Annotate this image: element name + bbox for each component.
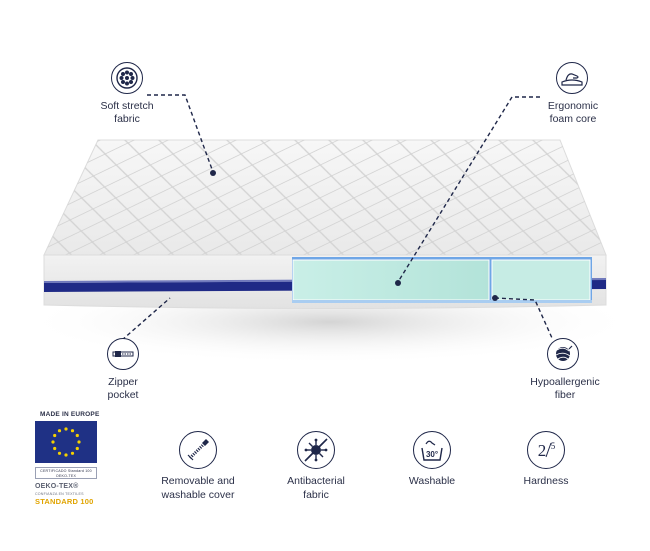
zipper-label-line1: Zipper xyxy=(108,376,138,388)
fiber-label-line1: Hypoallergenic xyxy=(530,376,600,388)
oeko-certificate-text: CERTIFICADO Standard 100 OEKO-TEX xyxy=(40,469,92,478)
feature-hardness-label: Hardness xyxy=(491,475,601,489)
wash-30-icon: 30° xyxy=(413,431,451,469)
soft-fabric-label: Soft stretch fabric xyxy=(92,100,162,126)
feature-antibacterial-line1: Antibacterial xyxy=(287,475,345,487)
foam-core-label-line2: foam core xyxy=(549,113,597,125)
oeko-certificate-box: CERTIFICADO Standard 100 OEKO-TEX xyxy=(35,467,97,479)
feature-hardness-line1: Hardness xyxy=(523,475,569,487)
zipper-label: Zipper pocket xyxy=(88,376,158,402)
fabric-weave-icon xyxy=(111,62,143,94)
feature-removable-line2: washable cover xyxy=(161,488,235,501)
hardness-value-text: 2 xyxy=(538,441,547,460)
soft-fabric-label-line1: Soft stretch xyxy=(100,100,154,112)
feature-removable-label: Removable and washable cover xyxy=(143,475,253,502)
feature-antibacterial-label: Antibacterial fabric xyxy=(261,475,371,502)
hardness-scale-text: 5 xyxy=(551,441,556,451)
fiber-label-line2: fiber xyxy=(554,389,576,401)
foam-core-label: Ergonomic foam core xyxy=(538,100,608,126)
quilt-pattern xyxy=(44,140,606,255)
zipper-icon xyxy=(107,338,139,370)
antibacterial-icon xyxy=(297,431,335,469)
foam-core-label-line1: Ergonomic xyxy=(547,100,599,112)
foam-hand-icon xyxy=(556,62,588,94)
fiber-ball-icon xyxy=(547,338,579,370)
hardness-icon: 2 5 xyxy=(527,431,565,469)
zipper-cover-icon xyxy=(179,431,217,469)
made-in-europe-text: MADE IN EUROPE xyxy=(40,411,100,418)
oeko-tex-subtitle: CONFIANZA EN TEXTILES xyxy=(35,492,84,496)
foam-core xyxy=(292,259,490,301)
wash-temp-text: 30° xyxy=(426,450,438,459)
zipper-label-line2: pocket xyxy=(107,389,139,401)
oeko-tex-title: OEKO-TEX® xyxy=(35,483,79,490)
feature-antibacterial-line2: fabric xyxy=(303,488,329,501)
fiber-label: Hypoallergenic fiber xyxy=(520,376,610,402)
feature-removable-line1: Removable and xyxy=(161,475,235,487)
feature-washable-label: Washable xyxy=(377,475,487,489)
feature-washable-line1: Washable xyxy=(408,475,456,487)
soft-fabric-label-line2: fabric xyxy=(114,113,140,125)
eu-flag-icon xyxy=(35,421,97,463)
standard-100-text: STANDARD 100 xyxy=(35,497,94,506)
